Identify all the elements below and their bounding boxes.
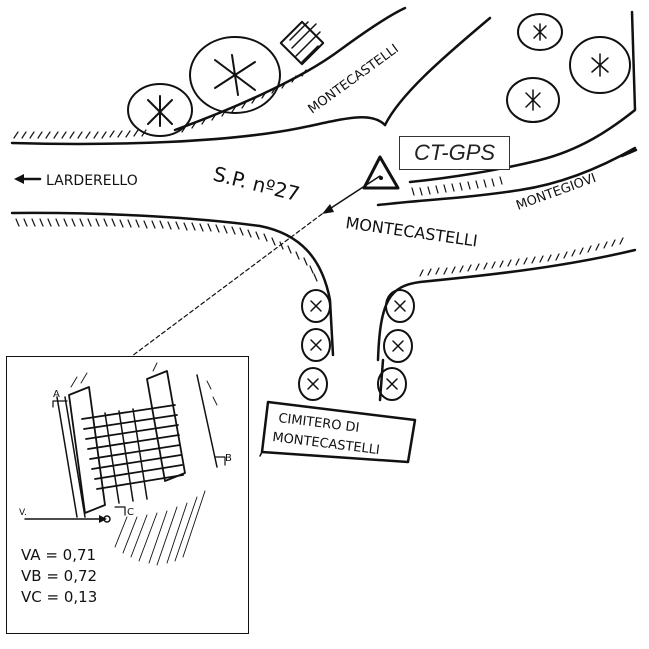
inset-values: VA = 0,71 VB = 0,72 VC = 0,13 <box>21 545 97 608</box>
tree-icon <box>506 77 560 123</box>
cemetery-sign <box>259 400 417 464</box>
gps-station-label: CT-GPS <box>399 136 510 170</box>
tree-icon <box>189 36 281 114</box>
tree-icon <box>298 367 328 401</box>
inset-label-b: B <box>225 453 232 464</box>
tree-icon <box>377 367 407 401</box>
hill-edge <box>173 6 407 133</box>
tree-icon <box>301 328 331 362</box>
label-larderello: LARDERELLO <box>46 173 138 189</box>
tree-icon <box>127 83 193 137</box>
tree-icon <box>301 289 331 323</box>
value-vb: VB = 0,72 <box>21 567 98 585</box>
inset-drawing: A B C V. <box>19 362 232 566</box>
road-montecastelli <box>376 237 637 402</box>
arrow-right-icon <box>620 148 638 158</box>
hatched-diamond-icon <box>279 20 325 66</box>
road-montegiovi <box>376 10 637 207</box>
pointer-line <box>131 175 381 357</box>
label-road: S.P. nº27 <box>211 162 302 207</box>
label-montecastelli-mid: MONTECASTELLI <box>344 213 478 250</box>
arrow-left-icon <box>14 174 42 184</box>
tree-icon <box>517 13 563 51</box>
inset-detail: A B C V. VA = 0,71 VB = 0,72 VC = 0,13 <box>6 356 249 634</box>
road-sp27 <box>10 116 387 357</box>
value-vc: VC = 0,13 <box>21 588 98 606</box>
tree-icon <box>385 289 415 323</box>
inset-label-a: A <box>53 389 60 400</box>
tree-icon <box>569 36 631 94</box>
inset-label-v: V. <box>19 508 27 518</box>
value-va: VA = 0,71 <box>21 546 97 564</box>
inset-label-c: C <box>127 507 134 518</box>
label-montegiovi: MONTEGIOVI <box>514 171 598 214</box>
tree-icon <box>383 329 413 363</box>
label-montecastelli-top: MONTECASTELLI <box>306 42 402 118</box>
triangle-station-icon <box>362 155 400 190</box>
